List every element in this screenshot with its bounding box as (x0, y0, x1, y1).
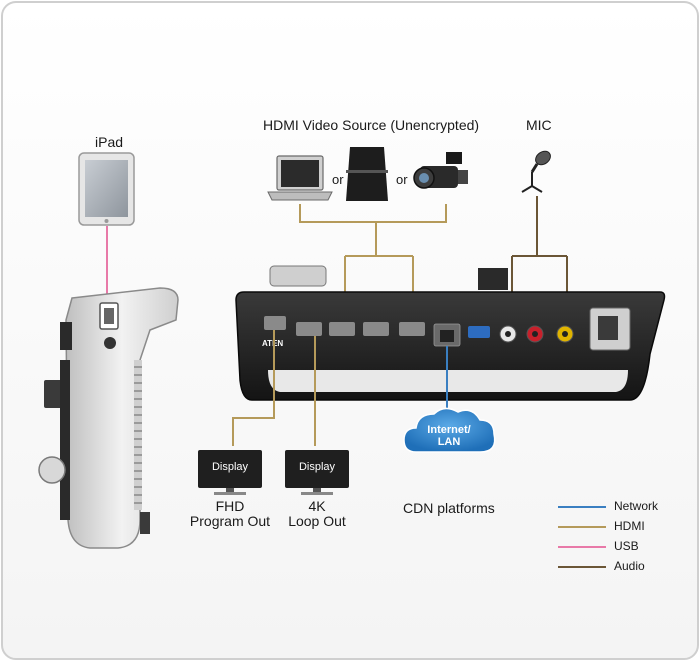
game-console-icon (346, 147, 388, 201)
4k-label-line2: Loop Out (288, 513, 346, 529)
or-label-1: or (332, 172, 344, 187)
camcorder-icon (413, 152, 468, 189)
laptop-icon (267, 155, 333, 201)
ipad-label: iPad (95, 134, 124, 150)
4k-loop-out-label: 4K Loop Out (267, 499, 367, 529)
internet-lan-label: Internet/ LAN (414, 424, 484, 448)
device-side-view (38, 287, 179, 549)
or-label-2: or (396, 172, 408, 187)
4k-display-icon (285, 450, 349, 495)
device-brand-logo: ATEN (262, 339, 283, 348)
microphone-icon (521, 150, 551, 193)
legend-usb-swatch (558, 546, 606, 548)
fhd-display-icon (198, 450, 262, 495)
device-rear-view: ATEN (235, 265, 666, 401)
4k-label-line1: 4K (308, 498, 326, 514)
hdmi-output-cables (232, 330, 316, 446)
fhd-label-line1: FHD (215, 498, 245, 514)
fhd-program-out-label: FHD Program Out (180, 499, 280, 529)
cdn-platforms-label: CDN platforms (403, 500, 495, 516)
legend-audio-label: Audio (614, 559, 645, 573)
ipad-icon (78, 152, 135, 226)
legend-network-swatch (558, 506, 606, 508)
legend-audio-swatch (558, 566, 606, 568)
legend-network-label: Network (614, 499, 659, 513)
hdmi-source-label: HDMI Video Source (Unencrypted) (263, 117, 480, 133)
legend-usb-label: USB (614, 539, 639, 553)
display-label-fhd: Display (211, 461, 249, 473)
fhd-label-line2: Program Out (189, 513, 271, 529)
legend-hdmi-swatch (558, 526, 606, 528)
display-label-4k: Display (298, 461, 336, 473)
legend-hdmi-label: HDMI (614, 519, 645, 533)
internet-label-line2: LAN (437, 436, 461, 448)
mic-label: MIC (526, 117, 552, 133)
internet-cloud-icon (403, 407, 496, 453)
internet-label-line1: Internet/ (427, 424, 471, 436)
